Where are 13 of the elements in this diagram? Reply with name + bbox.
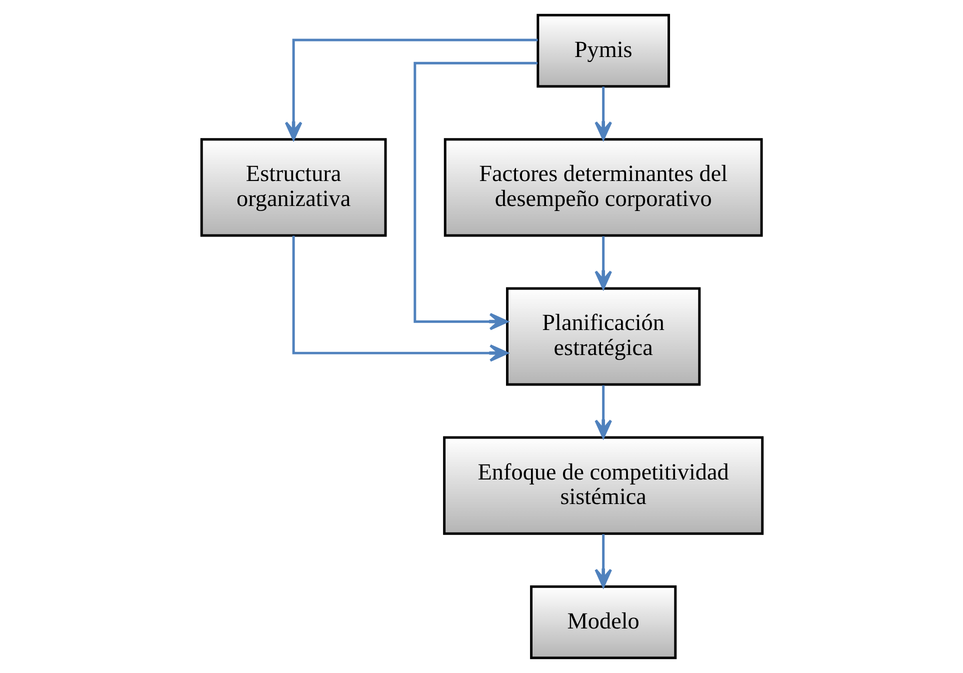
arrow	[413, 62, 537, 330]
node-box: Planificación estratégica	[506, 287, 700, 386]
arrow	[594, 86, 612, 140]
arrow	[594, 534, 612, 588]
node-box: Pymis	[536, 14, 670, 88]
node-box: Factores determinantes del desempeño corporativo	[443, 138, 762, 237]
node-box: Estructura organizativa	[200, 138, 386, 237]
arrow	[594, 236, 612, 290]
arrow	[284, 38, 538, 140]
arrow	[594, 385, 612, 438]
node-box: Modelo	[530, 585, 676, 660]
node-box: Enfoque de competitividad sistémica	[442, 436, 764, 535]
arrow	[292, 236, 508, 362]
